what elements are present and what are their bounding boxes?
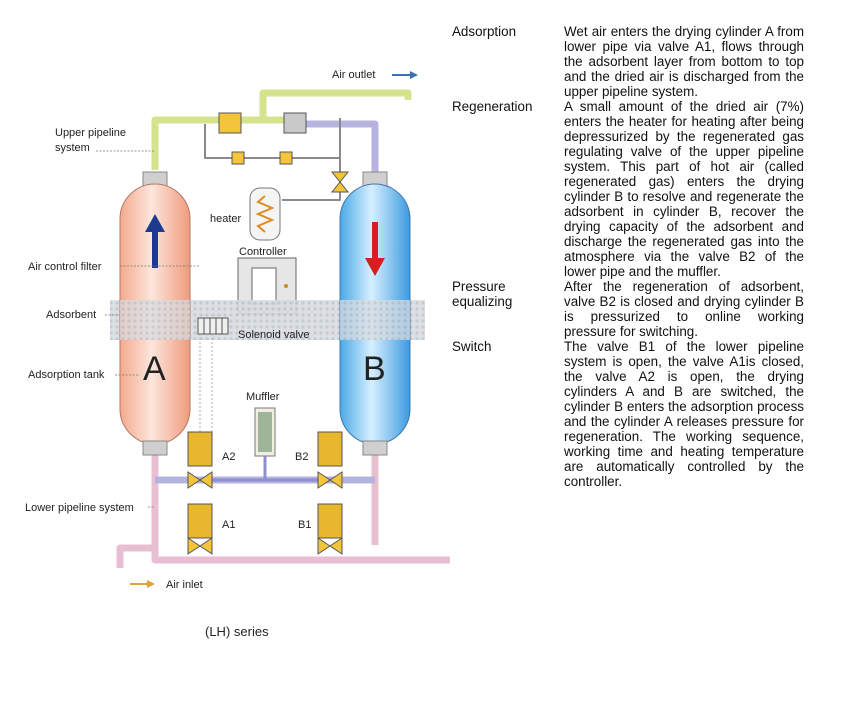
step-term: Switch	[452, 339, 492, 354]
lower-pipe-a	[151, 448, 450, 564]
step-text: After the regeneration of adsorbent, val…	[564, 279, 804, 339]
valve-b2-label: B2	[295, 451, 308, 463]
air-outlet-label: Air outlet	[332, 69, 375, 81]
heater	[249, 187, 281, 241]
process-step: Regeneration A small amount of the dried…	[452, 99, 804, 279]
process-step: Pressure equalizing After the regenerati…	[452, 279, 804, 339]
air-outlet-pipe	[259, 89, 412, 120]
tank-a	[119, 171, 191, 456]
air-inlet-label: Air inlet	[166, 579, 203, 591]
muffler	[254, 407, 276, 480]
series-caption: (LH) series	[205, 624, 269, 639]
upper-pipeline-label: Upper pipeline	[55, 127, 126, 139]
valve-b1-label: B1	[298, 519, 311, 531]
upper-pipeline-label-2: system	[55, 142, 90, 154]
solenoid-valve	[197, 317, 229, 440]
flow-arrows	[130, 71, 418, 588]
process-step: Adsorption Wet air enters the drying cyl…	[452, 24, 804, 99]
step-text: Wet air enters the drying cylinder A fro…	[564, 24, 804, 99]
tank-a-letter: A	[143, 350, 166, 388]
valve-a2-label: A2	[222, 451, 235, 463]
process-description: Adsorption Wet air enters the drying cyl…	[452, 24, 804, 489]
inlet-pipe	[116, 544, 155, 568]
tank-b-letter: B	[363, 350, 386, 388]
regen-branch-lines	[204, 118, 341, 201]
air-control-filter-label: Air control filter	[28, 261, 102, 273]
upper-dry-air-pipe	[151, 116, 225, 170]
step-term: Regeneration	[452, 99, 533, 114]
regen-upper-pipe	[300, 120, 379, 172]
dryer-diagram: Air outlet Upper pipeline system heater …	[25, 69, 450, 591]
adsorption-tank-label: Adsorption tank	[28, 369, 105, 381]
process-step: Switch The valve B1 of the lower pipelin…	[452, 339, 804, 489]
leader-lines	[96, 150, 200, 508]
adsorbent-label: Adsorbent	[46, 309, 96, 321]
lower-pipeline-label: Lower pipeline system	[25, 502, 134, 514]
controller-label: Controller	[239, 246, 287, 258]
step-text: A small amount of the dried air (7%) ent…	[564, 99, 804, 279]
step-term: Pressure equalizing	[452, 279, 513, 309]
lower-valves	[187, 431, 343, 555]
valve-a1-label: A1	[222, 519, 235, 531]
tank-b	[339, 171, 411, 456]
upper-valves	[218, 112, 350, 193]
heater-label: heater	[210, 213, 242, 225]
solenoid-valve-label: Solenoid valve	[238, 329, 310, 341]
step-term: Adsorption	[452, 24, 517, 39]
step-text: The valve B1 of the lower pipeline syste…	[564, 339, 804, 489]
muffler-label: Muffler	[246, 391, 280, 403]
